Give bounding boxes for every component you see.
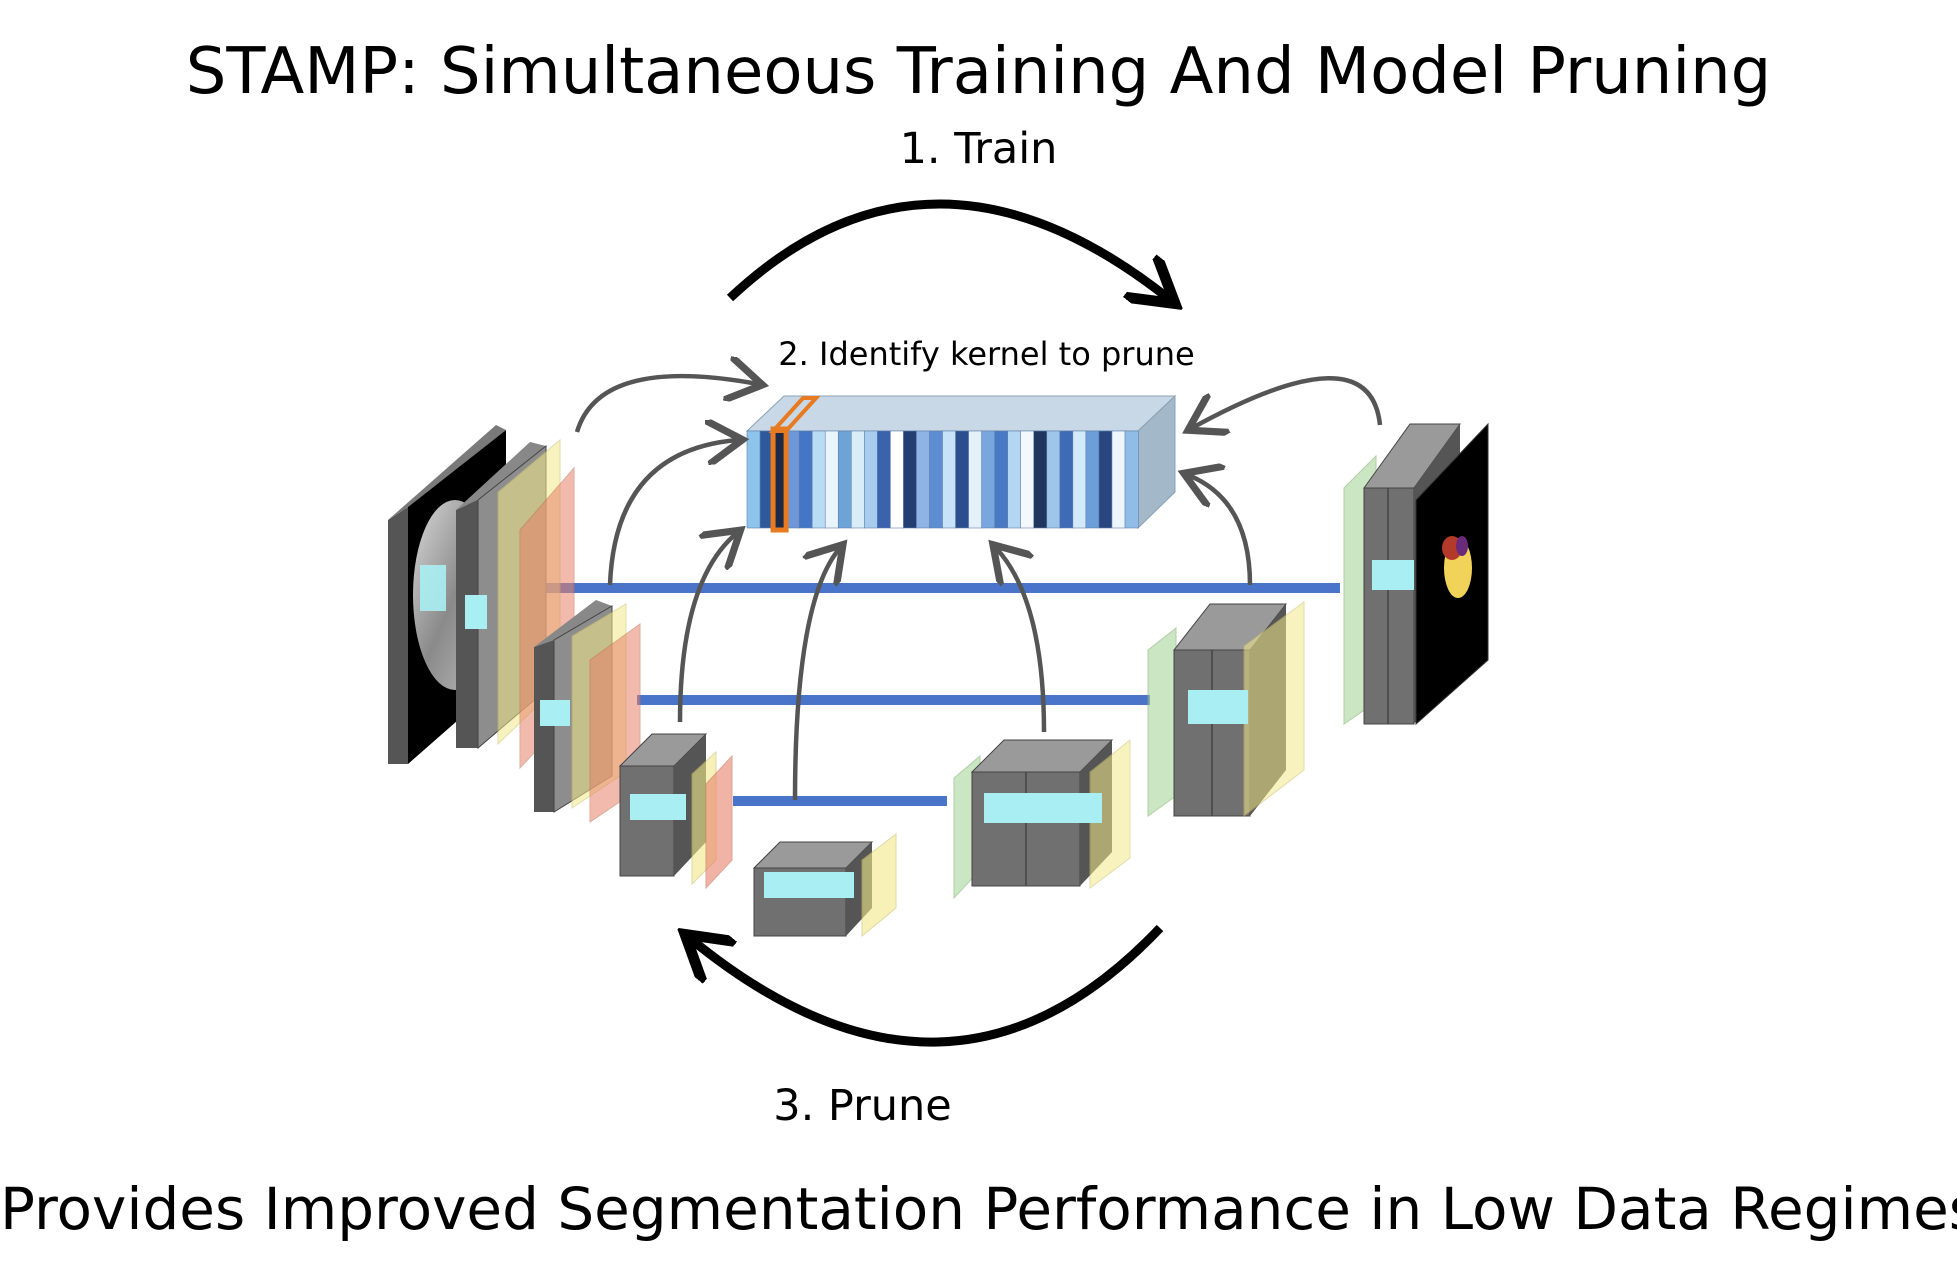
kernel-column bbox=[903, 430, 918, 529]
kernel-column bbox=[916, 430, 931, 529]
kernel-column bbox=[811, 430, 826, 529]
step-train-label: 1. Train bbox=[899, 124, 1058, 174]
arrow-dec1 bbox=[1188, 475, 1253, 586]
kernel-strip bbox=[745, 394, 1177, 533]
train-cycle-arrow bbox=[726, 199, 1168, 298]
kernel-column bbox=[1085, 430, 1100, 529]
kernel-column bbox=[1124, 430, 1139, 529]
output-segmentation bbox=[1415, 422, 1489, 726]
kernel-column bbox=[837, 430, 852, 529]
footer-caption: Provides Improved Segmentation Performan… bbox=[0, 1175, 1957, 1243]
kernel-column bbox=[824, 430, 839, 529]
kernel-column bbox=[1059, 430, 1074, 529]
kernel-column bbox=[955, 430, 970, 529]
kernel-column bbox=[994, 430, 1009, 529]
encoder-block-3 bbox=[618, 733, 733, 890]
arrow-dec1-top bbox=[1192, 376, 1383, 428]
pruned-kernel-highlight-top bbox=[768, 396, 821, 433]
encoder-block-2 bbox=[534, 600, 641, 823]
arrow-enc1-top bbox=[574, 376, 758, 433]
page-title: STAMP: Simultaneous Training And Model P… bbox=[185, 35, 1772, 109]
kernel-column bbox=[877, 430, 891, 529]
arrow-enc2 bbox=[677, 533, 737, 723]
step-identify-label: 2. Identify kernel to prune bbox=[778, 335, 1195, 373]
kernel-column bbox=[1072, 430, 1087, 529]
kernel-column bbox=[863, 430, 878, 529]
kernel-column bbox=[1098, 430, 1113, 529]
kernel-column bbox=[798, 430, 813, 529]
arrow-bottleneck bbox=[792, 548, 840, 801]
decoder-block-2 bbox=[1147, 601, 1305, 818]
kernel-column bbox=[1046, 430, 1061, 529]
kernel-column bbox=[968, 430, 983, 529]
kernel-column bbox=[981, 430, 996, 529]
arrow-dec2 bbox=[996, 548, 1047, 733]
kernel-column bbox=[942, 430, 957, 529]
bottleneck-block bbox=[752, 832, 897, 938]
step-prune-label: 3. Prune bbox=[773, 1081, 952, 1131]
skip-connection-level1 bbox=[544, 583, 1340, 593]
kernel-column bbox=[1111, 430, 1126, 529]
decoder-block-3 bbox=[953, 738, 1131, 900]
kernel-column bbox=[1020, 430, 1035, 529]
kernel-column bbox=[746, 430, 761, 529]
kernel-column bbox=[890, 430, 904, 529]
skip-connection-level2 bbox=[637, 695, 1150, 705]
kernel-column bbox=[1033, 430, 1048, 529]
prune-cycle-arrow bbox=[692, 924, 1164, 1047]
arrow-enc1 bbox=[607, 440, 738, 586]
skip-connection-level3 bbox=[733, 796, 947, 806]
kernel-column bbox=[850, 430, 865, 529]
kernel-column bbox=[1007, 430, 1022, 529]
kernel-column bbox=[929, 430, 944, 529]
